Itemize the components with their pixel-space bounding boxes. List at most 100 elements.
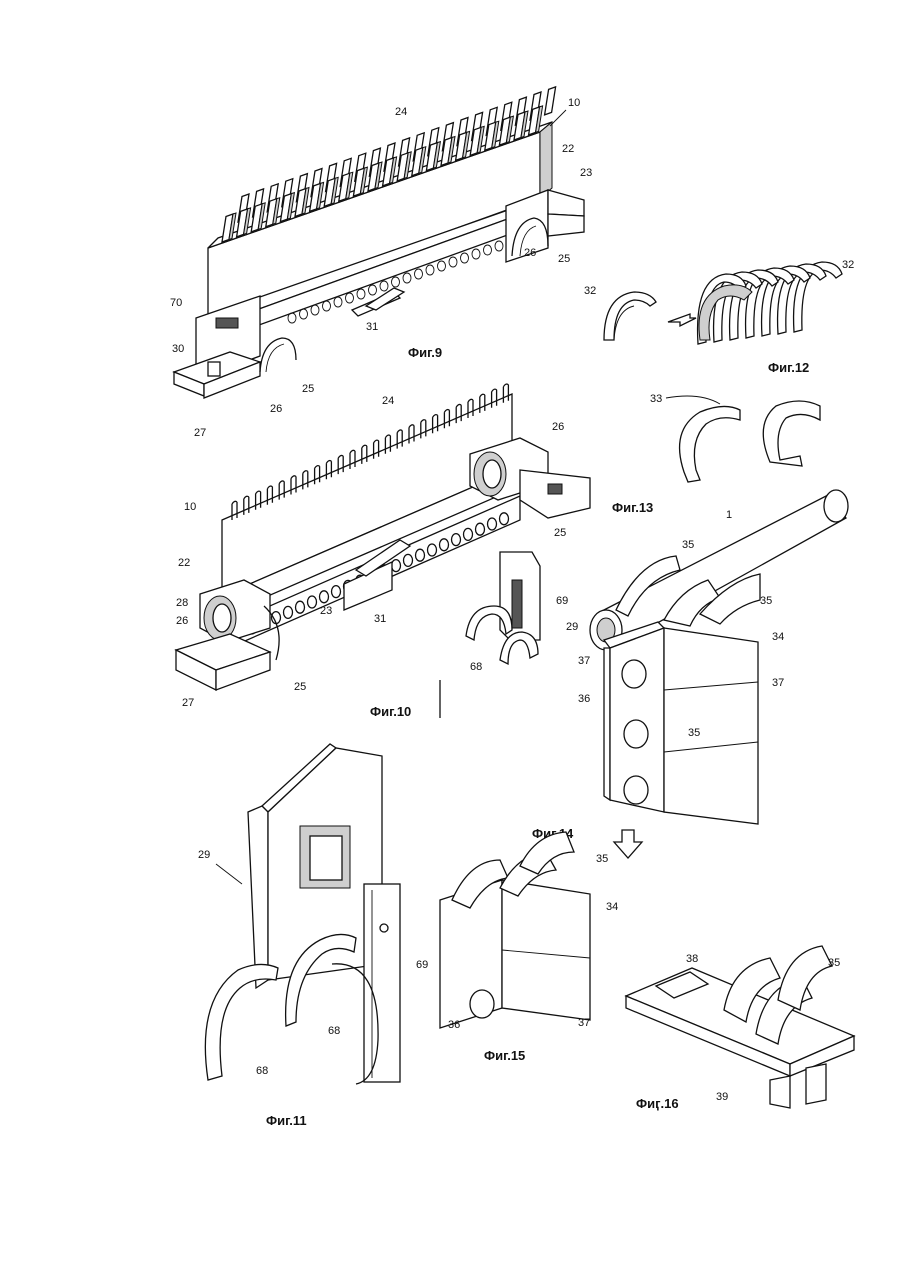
ref-label: 26 [270, 403, 282, 415]
block-front-fig14 [664, 628, 758, 824]
ref-label: 37 [578, 655, 590, 667]
ref-label: 31 [374, 613, 386, 625]
rail-hole [440, 539, 449, 551]
ref-label: 24 [382, 395, 394, 407]
ref-label: 39 [716, 1091, 728, 1103]
ref-label: 34 [606, 901, 618, 913]
rail-hole [500, 513, 509, 525]
ref-label: 24 [395, 106, 407, 118]
ref-label: 68 [328, 1025, 340, 1037]
ref-label: 26 [176, 615, 188, 627]
rail-hole [346, 293, 354, 303]
ref-label: 25 [554, 527, 566, 539]
ref-label: 31 [366, 321, 378, 333]
ref-label: 10 [568, 97, 580, 109]
ref-label: 30 [172, 343, 184, 355]
ref-label: 26 [524, 247, 536, 259]
figure-14: Фиг.14 1 35 35 34 37 37 36 35 [532, 490, 848, 858]
rail-hole [495, 241, 503, 251]
ref-label: 27 [182, 697, 194, 709]
ref-label: 68 [470, 661, 482, 673]
figure-11: Фиг.11 29 69 68 68 [198, 744, 428, 1128]
ref-label: 25 [302, 383, 314, 395]
rail-hole [484, 245, 492, 255]
ref-label: 26 [552, 421, 564, 433]
ring-single-fig12 [604, 292, 656, 340]
rail-hole [416, 549, 425, 561]
ref-label: 69 [556, 595, 568, 607]
rail-hole [332, 586, 341, 598]
ref-label: 35 [760, 595, 772, 607]
caption-fig10: Фиг.10 [370, 704, 411, 719]
rail-hole [357, 289, 365, 299]
figure-10-contact-part: 69 29 68 [466, 552, 578, 673]
rail-hole [300, 309, 308, 319]
ref-label: 32 [842, 259, 854, 271]
rail-hole [392, 560, 401, 572]
caption-fig16: Фиӷ.16 [636, 1096, 679, 1111]
ref-label: 23 [580, 167, 592, 179]
ref-label: 35 [682, 539, 694, 551]
rail-hole [438, 261, 446, 271]
ref-label: 29 [198, 849, 210, 861]
rail-hole [428, 544, 437, 556]
caption-fig9: Фиг.9 [408, 345, 442, 360]
ref-label: 38 [686, 953, 698, 965]
ref-label: 1 [726, 509, 732, 521]
caption-fig15: Фиг.15 [484, 1048, 525, 1063]
ref-label: 28 [176, 597, 188, 609]
ref-label: 25 [558, 253, 570, 265]
figure-13: Фиг.13 33 [612, 393, 820, 515]
rail-hole [452, 534, 461, 546]
ref-label: 32 [584, 285, 596, 297]
rail-hole [426, 265, 434, 275]
figure-12: Фиг.12 32 32 [584, 259, 854, 375]
block-front-fig15 [502, 880, 590, 1020]
rail-hole [404, 554, 413, 566]
ref-label: 69 [416, 959, 428, 971]
ref-label: 68 [256, 1065, 268, 1077]
rail-hole [403, 273, 411, 283]
ref-label: 23 [320, 605, 332, 617]
arrow-fig14 [614, 830, 642, 858]
rail-hole [392, 277, 400, 287]
ref-label: 37 [772, 677, 784, 689]
rail-hole [308, 596, 317, 608]
rail-hole [288, 313, 296, 323]
ref-label: 22 [178, 557, 190, 569]
caption-fig12: Фиг.12 [768, 360, 809, 375]
half-ring-right-fig13 [763, 401, 820, 466]
ref-label: 25 [294, 681, 306, 693]
rail-hole [461, 253, 469, 263]
contact-strip-69-fig11 [364, 884, 400, 1082]
rail-hole [320, 591, 329, 603]
rod-fig14 [600, 494, 846, 646]
figure-15: Фиг.15 35 34 36 37 [440, 832, 618, 1063]
ref-label: 10 [184, 501, 196, 513]
rail-hole [323, 301, 331, 311]
figure-9: Фиг.9 10 24 22 23 26 25 70 30 31 27 26 2… [170, 87, 592, 439]
rail-hole [449, 257, 457, 267]
figure-16: Фиӷ.16 38 35 39 [626, 946, 854, 1111]
rail-hole [311, 305, 319, 315]
ref-label: 27 [194, 427, 206, 439]
half-ring-left-fig13 [680, 406, 740, 482]
rail-hole [415, 269, 423, 279]
ref-label: 37 [578, 1017, 590, 1029]
ref-label: 35 [688, 727, 700, 739]
rail-hole [488, 518, 497, 530]
ref-label: 35 [828, 957, 840, 969]
rail-hole [284, 606, 293, 618]
arrow-fig12 [668, 314, 696, 326]
rail-hole [334, 297, 342, 307]
tooth [545, 87, 556, 115]
ref-label: 70 [170, 297, 182, 309]
ref-label: 36 [578, 693, 590, 705]
rail-hole [464, 528, 473, 540]
ring-stack-fig12 [698, 262, 842, 344]
ref-label: 35 [596, 853, 608, 865]
rail-hole [380, 281, 388, 291]
ref-label: 29 [566, 621, 578, 633]
